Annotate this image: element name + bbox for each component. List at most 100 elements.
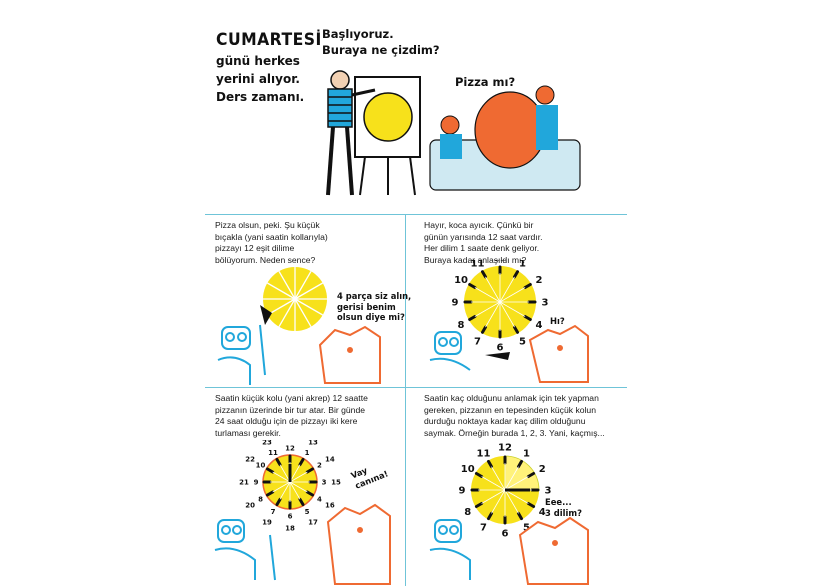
- clock-number: 6: [497, 343, 504, 354]
- clock-number: 7: [271, 508, 276, 516]
- slice-line: [474, 301, 501, 317]
- clock-tick: [513, 270, 519, 279]
- clock-tick: [523, 315, 532, 321]
- clock-number: 12: [498, 443, 512, 454]
- clock-number: 10: [461, 464, 475, 475]
- clock-number: 1: [519, 260, 526, 270]
- clock-outer-number: 24: [285, 440, 295, 441]
- highlighted-slices: [504, 455, 540, 491]
- family-on-sofa: [429, 85, 581, 191]
- clock-number: 5: [519, 336, 526, 347]
- clock-tick: [305, 490, 315, 497]
- clock-number: 1: [305, 449, 310, 457]
- clock-tick: [526, 472, 536, 478]
- clock-tick: [474, 502, 484, 508]
- bear-figure: [528, 324, 589, 383]
- clock-number: 9: [452, 298, 459, 309]
- slice-line: [289, 464, 301, 483]
- kid-figure: [429, 519, 471, 580]
- clock-tick: [298, 457, 305, 467]
- bear-figure: [326, 503, 391, 585]
- clock-outer-number: 21: [239, 479, 249, 487]
- cut-line: [266, 282, 296, 300]
- pizza-cut-lines: [263, 267, 327, 331]
- clock-tick: [523, 283, 532, 289]
- slice-line: [289, 481, 301, 500]
- clock-tick: [517, 511, 523, 521]
- clock-tick: [275, 497, 282, 507]
- clock-tick: [526, 502, 536, 508]
- slice-line: [279, 481, 291, 500]
- clock-tick: [298, 497, 305, 507]
- clock-number: 11: [477, 448, 491, 459]
- slice-line: [499, 301, 526, 317]
- slice-line: [499, 301, 515, 328]
- clock-number: 11: [268, 449, 278, 457]
- clock-tick: [481, 270, 487, 279]
- page-title: CUMARTESİ: [216, 30, 322, 50]
- clock-number: 4: [317, 495, 322, 503]
- kid-figure: [214, 519, 276, 581]
- clock-number: 5: [523, 523, 530, 534]
- clock-number: 10: [454, 275, 468, 286]
- cut-line: [294, 298, 312, 328]
- slice-line: [481, 489, 506, 504]
- bear-figure: [518, 516, 589, 585]
- cut-line: [278, 270, 296, 300]
- cut-line: [294, 270, 312, 300]
- bear: [474, 91, 546, 169]
- clock-number: 9: [459, 486, 466, 497]
- clock-number: 8: [458, 320, 465, 331]
- clock-tick: [487, 511, 493, 521]
- slice-line: [279, 464, 291, 483]
- mother-head: [535, 85, 555, 105]
- clock-number: 8: [464, 507, 471, 518]
- clock-number: 5: [305, 508, 310, 516]
- clock-outer-number: 15: [331, 479, 341, 487]
- clock-number: 2: [539, 464, 546, 475]
- knife-icon: [485, 352, 510, 360]
- slice-line: [504, 489, 519, 514]
- panel1-bubble: 4 parça siz alın, gerisi benim olsun diy…: [337, 291, 412, 322]
- slice-line: [289, 471, 308, 483]
- panel1-text: Pizza olsun, peki. Şu küçük bıçakla (yan…: [215, 220, 328, 265]
- clock-number: 3: [545, 486, 552, 497]
- clock-ticks: [463, 265, 537, 339]
- clock-outer-number: 17: [308, 518, 318, 526]
- divider-h2: [205, 387, 627, 388]
- clock-outer-number: 20: [245, 502, 255, 510]
- clock-outer-number: 22: [245, 456, 255, 464]
- clock-number: 8: [258, 495, 263, 503]
- clock-number: 10: [256, 461, 266, 469]
- slice-line: [485, 276, 501, 303]
- clock-tick: [275, 457, 282, 467]
- slice-line: [272, 481, 291, 493]
- clock-number: 1: [523, 448, 530, 459]
- divider-h1: [205, 214, 627, 215]
- cut-line: [294, 282, 324, 300]
- slice-line: [504, 489, 529, 504]
- teacher-figure: [326, 70, 376, 196]
- clock-number: 4: [539, 507, 546, 518]
- clock-outer-number: 23: [262, 440, 272, 447]
- bear-figure: [318, 325, 381, 384]
- clock-number: 6: [288, 512, 293, 520]
- clock-tick: [481, 325, 487, 334]
- cut-line: [278, 298, 296, 328]
- cut-line: [266, 298, 296, 316]
- cut-line: [294, 298, 324, 316]
- clock-tick: [517, 459, 523, 469]
- panel2-bubble: Hı?: [550, 316, 565, 326]
- intro-text: günü herkes yerini alıyor. Ders zamanı.: [216, 54, 305, 104]
- clock-tick: [468, 315, 477, 321]
- clock-tick: [265, 467, 275, 474]
- slice-line: [289, 481, 308, 493]
- slice-line: [499, 276, 515, 303]
- clock-tick: [468, 283, 477, 289]
- clock-number: 6: [502, 529, 509, 540]
- slice-line: [491, 489, 506, 514]
- slice-line: [485, 301, 501, 328]
- divider-v: [405, 214, 406, 586]
